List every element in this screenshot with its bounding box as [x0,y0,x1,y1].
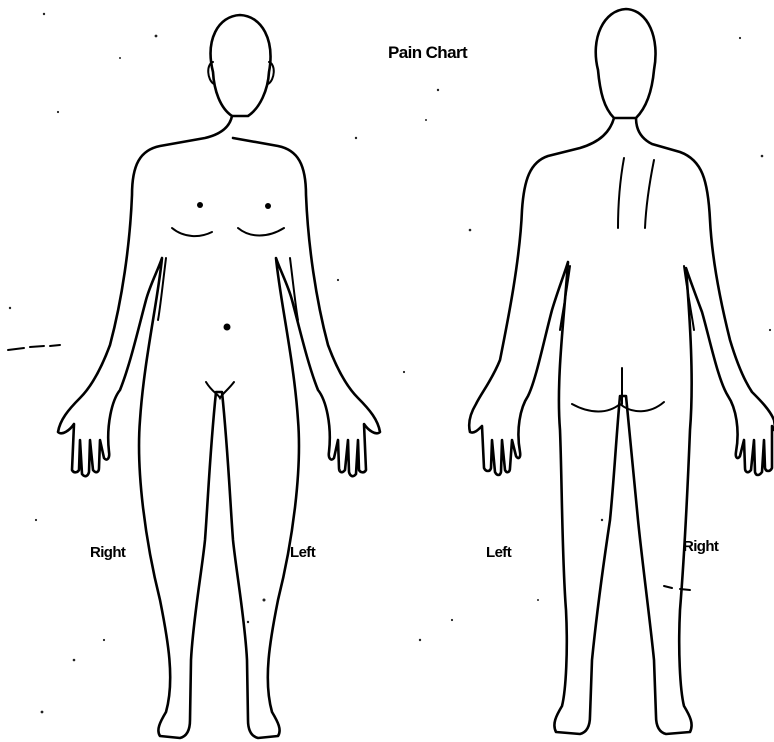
front-nipple-right [197,202,203,208]
scan-dash-right [664,586,690,590]
back-label-left: Left [486,544,512,561]
back-head [596,9,656,118]
front-nipple-left [265,203,271,209]
back-inner-arm-left [560,266,570,330]
chart-title: Pain Chart [388,43,468,62]
back-silhouette [469,118,774,734]
front-chest-line-left [238,228,284,236]
front-body-outline[interactable] [58,15,380,738]
scan-artifacts [8,13,771,714]
back-spine-line-left [645,160,654,228]
back-label-right: Right [683,538,719,555]
front-navel [224,324,231,331]
back-spine-line-right [618,158,624,228]
front-head [211,15,271,116]
back-body-outline[interactable] [469,9,774,734]
front-label-right: Right [90,544,126,561]
front-label-left: Left [290,544,316,561]
front-chest-line-right [172,228,212,236]
front-silhouette [58,116,380,738]
scan-dash-left [8,345,60,350]
front-groin [206,382,234,398]
